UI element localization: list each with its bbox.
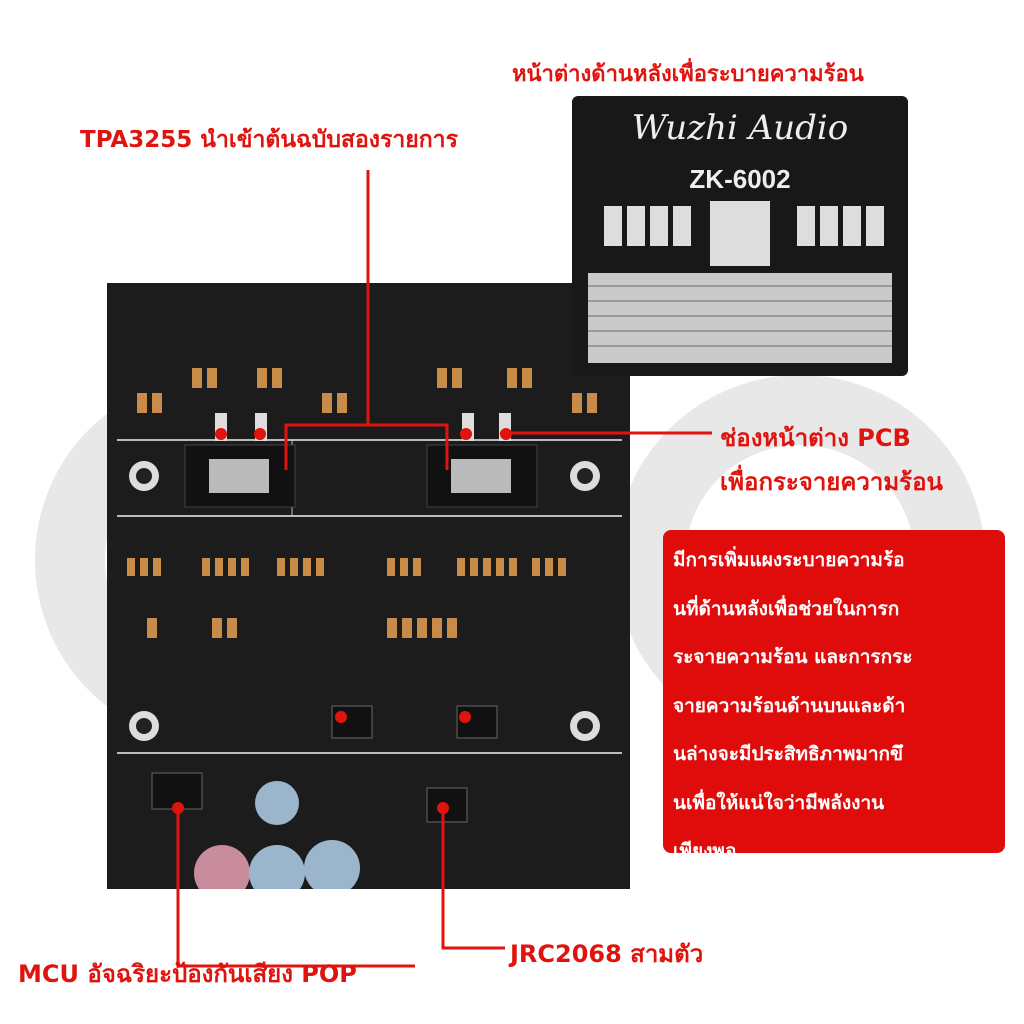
- pcb-artwork: [117, 368, 622, 901]
- heatsink-pads: [588, 201, 892, 363]
- callout-line: ระจายความร้อน และการกระ: [673, 646, 913, 668]
- jrc2068-label: JRC2068 สามตัว: [510, 940, 704, 968]
- mcu-label: MCU อัจฉริยะป้องกันเสียง POP: [18, 960, 357, 988]
- pcb-window-label-line2: เพื่อกระจายความร้อน: [720, 468, 943, 496]
- callout-line: เพียงพอ: [673, 840, 737, 862]
- callout-line: นเพื่อให้แน่ใจว่ามีพลังงาน: [673, 791, 885, 814]
- callout-line: มีการเพิ่มแผงระบายความร้อ: [673, 549, 905, 571]
- tpa3255-label: TPA3255 นำเข้าต้นฉบับสองรายการ: [80, 127, 458, 153]
- amplifier-pcb-board: [107, 283, 630, 901]
- model-text: ZK-6002: [689, 164, 791, 194]
- pcb-window-label-line1: ช่องหน้าต่าง PCB: [720, 424, 911, 452]
- heat-dissipation-callout: มีการเพิ่มแผงระบายความร้อ นที่ด้านหลังเพ…: [663, 530, 1005, 862]
- brand-logo: Wuzhi Audio: [631, 108, 849, 148]
- callout-line: จายความร้อนด้านบนและด้า: [673, 694, 906, 717]
- back-window-label: หน้าต่างด้านหลังเพื่อระบายความร้อน: [512, 62, 864, 87]
- callout-line: นที่ด้านหลังเพื่อช่วยในการก: [673, 597, 900, 620]
- callout-line: นล่างจะมีประสิทธิภาพมากขึ: [673, 743, 904, 765]
- back-board-heatsink: Wuzhi Audio ZK-6002: [572, 96, 908, 376]
